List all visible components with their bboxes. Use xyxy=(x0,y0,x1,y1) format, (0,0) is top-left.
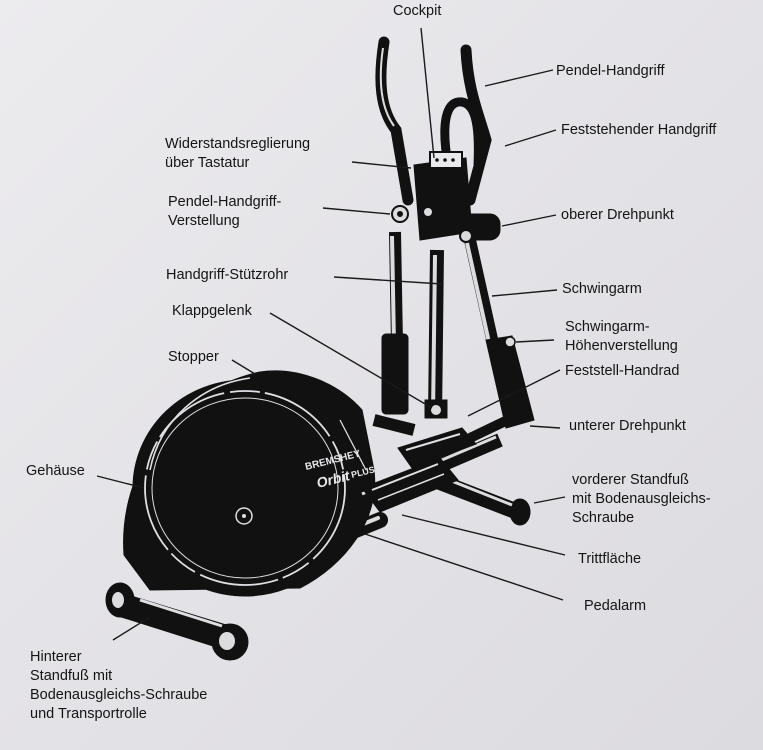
label-oberer-drehpunkt: oberer Drehpunkt xyxy=(561,207,674,223)
leader-lines xyxy=(96,27,566,641)
label-widerstand: Widerstandsreglierung über Tastatur xyxy=(165,135,310,173)
rear-stand-foot xyxy=(105,582,249,661)
label-schwingarm: Schwingarm xyxy=(562,281,642,297)
cockpit-assembly xyxy=(375,36,501,243)
label-pedalarm: Pedalarm xyxy=(584,598,647,614)
label-klappgelenk: Klappgelenk xyxy=(172,303,252,319)
label-cockpit: Cockpit xyxy=(393,3,442,19)
label-stopper: Stopper xyxy=(168,349,219,365)
label-pendel-verstellung-line-1: Pendel-Handgriff- xyxy=(168,194,282,210)
label-vorderer-standfuss: vorderer Standfuß mit Bodenausgleichs- S… xyxy=(572,471,711,528)
label-hinterer-standfuss-line-3: Bodenausgleichs-Schraube xyxy=(30,687,208,703)
front-stand-foot xyxy=(432,474,531,526)
label-feststell-handrad: Feststell-Handrad xyxy=(565,363,680,379)
label-vorderer-standfuss-line-1: vorderer Standfuß xyxy=(572,472,689,488)
label-hinterer-standfuss: Hinterer Standfuß mit Bodenausgleichs-Sc… xyxy=(30,648,207,724)
label-unterer-drehpunkt: unterer Drehpunkt xyxy=(569,418,686,434)
label-feststehender-handgriff: Feststehender Handgriff xyxy=(561,122,717,138)
label-hinterer-standfuss-line-4: und Transportrolle xyxy=(30,706,147,722)
label-pendel-verstellung-line-2: Verstellung xyxy=(168,213,240,229)
label-widerstand-line-1: Widerstandsreglierung xyxy=(165,136,311,152)
label-stuetzrohr: Handgriff-Stützrohr xyxy=(166,267,289,283)
label-schwingarm-hoehe-line-2: Höhenverstellung xyxy=(565,338,678,354)
support-tube xyxy=(424,249,448,419)
label-vorderer-standfuss-line-2: mit Bodenausgleichs- xyxy=(572,491,711,507)
label-vorderer-standfuss-line-3: Schraube xyxy=(572,510,635,526)
label-hinterer-standfuss-line-1: Hinterer xyxy=(30,649,82,665)
label-trittflaeche: Trittfläche xyxy=(578,551,642,567)
swing-arm-right xyxy=(464,238,535,443)
housing: BREMSHEY Orbit PLUS xyxy=(123,370,376,597)
label-hinterer-standfuss-line-2: Standfuß mit xyxy=(30,668,113,684)
label-gehaeuse: Gehäuse xyxy=(26,463,85,479)
pedals xyxy=(361,427,477,513)
label-pendel-handgriff: Pendel-Handgriff xyxy=(556,63,665,79)
label-schwingarm-hoehe-line-1: Schwingarm- xyxy=(565,319,650,335)
label-widerstand-line-2: über Tastatur xyxy=(165,155,250,171)
label-schwingarm-hoehe: Schwingarm- Höhenverstellung xyxy=(565,318,678,356)
swing-arm-left xyxy=(372,231,416,436)
label-pendel-verstellung: Pendel-Handgriff- Verstellung xyxy=(168,193,281,231)
